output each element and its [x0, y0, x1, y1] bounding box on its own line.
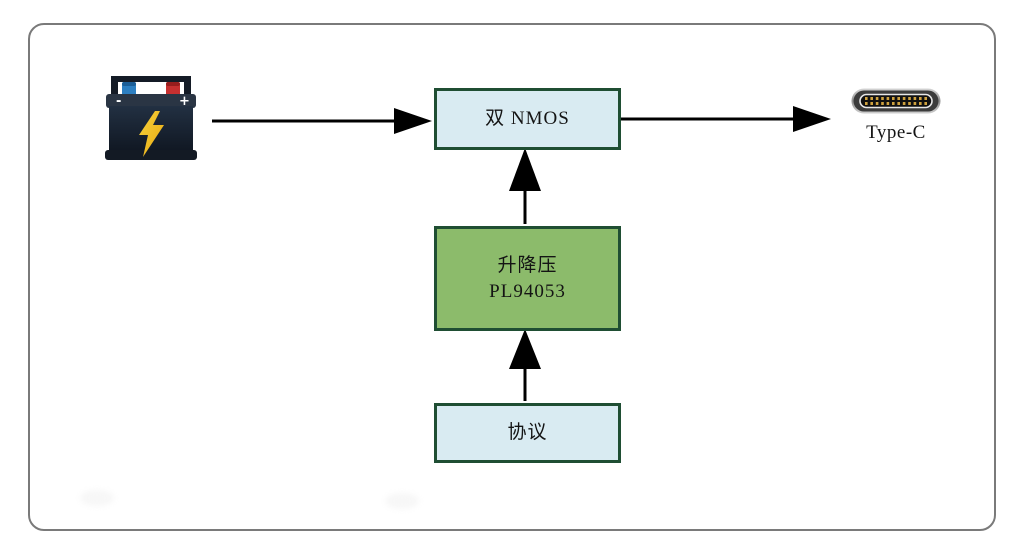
battery-shoulder	[106, 94, 196, 108]
battery-plus-label: +	[179, 94, 190, 109]
node-dual-nmos-label: 双 NMOS	[485, 108, 570, 129]
node-dual-nmos: 双 NMOS	[434, 88, 621, 150]
battery-terminal-negative	[122, 82, 136, 96]
battery-icon: - +	[98, 67, 204, 165]
watermark-smudge	[385, 493, 419, 509]
arrow-nmos-to-typec	[619, 106, 831, 132]
arrow-protocol-to-buck	[509, 329, 541, 401]
node-protocol: 协议	[434, 403, 621, 463]
node-protocol-label: 协议	[507, 422, 548, 443]
node-type-c: Type-C	[840, 88, 952, 166]
battery-terminal-positive	[166, 82, 180, 96]
arrow-buck-to-nmos	[509, 148, 541, 224]
arrows-layer	[212, 106, 831, 401]
node-type-c-label: Type-C	[866, 122, 926, 143]
battery-base	[105, 150, 197, 160]
arrow-battery-to-nmos	[212, 108, 432, 134]
battery-minus-label: -	[116, 94, 121, 109]
node-buck-boost-label-line2: PL94053	[489, 280, 566, 302]
lightning-bolt-icon	[139, 111, 164, 157]
node-buck-boost: 升降压 PL94053	[434, 226, 621, 331]
watermark-smudge	[80, 490, 114, 506]
diagram-frame: - + 双 NMOS 升降压 PL94053 协议	[28, 23, 996, 531]
usb-type-c-connector-icon	[851, 88, 941, 114]
battery-handle	[111, 76, 191, 98]
typec-pins	[865, 97, 927, 105]
node-buck-boost-label-line1: 升降压	[497, 254, 558, 276]
